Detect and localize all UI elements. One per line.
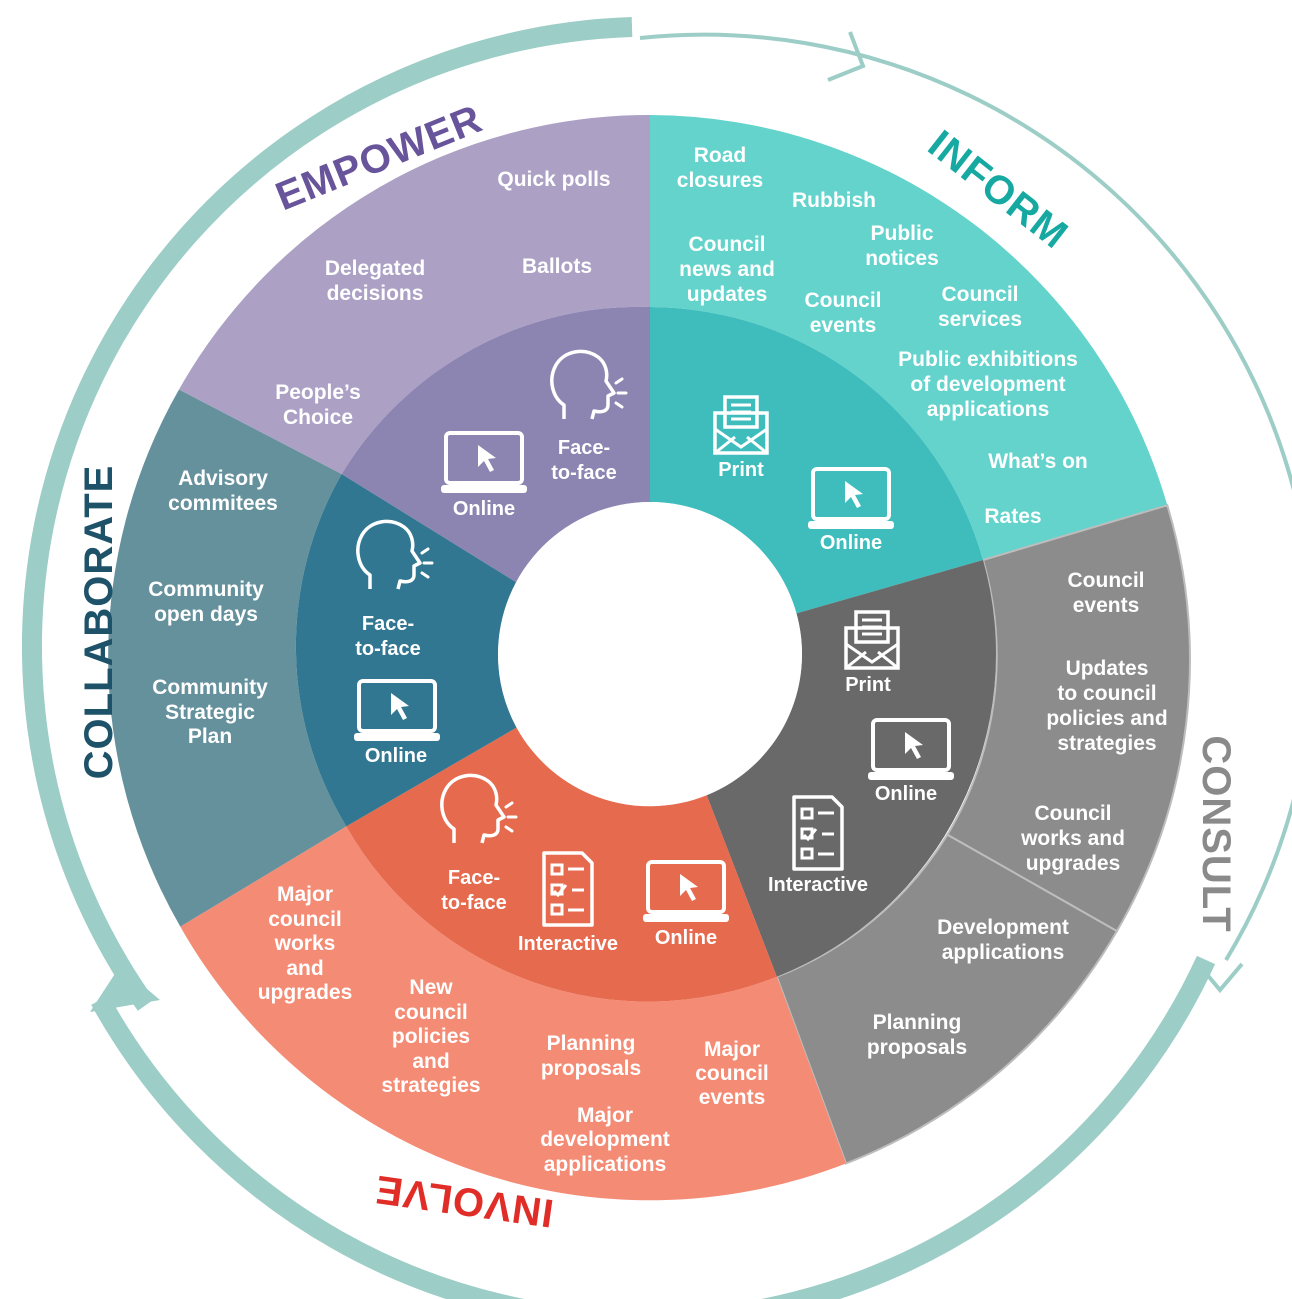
cycle-arrows <box>22 17 1292 1299</box>
channel-online: Online <box>655 927 717 949</box>
channels-involve: Face-to-face Interactive Online <box>440 773 731 955</box>
wedge-outer-involve <box>180 826 847 1201</box>
wedge-inner-collaborate <box>295 474 517 827</box>
channels-collaborate: Face-to-face Online <box>352 519 442 767</box>
channel-interactive: Interactive <box>518 933 618 955</box>
channels-empower: Face-to-face Online <box>439 349 628 520</box>
cycle-arrowhead-left <box>90 966 160 1012</box>
label-quick-polls: Quick polls <box>497 168 610 191</box>
cycle-arrowhead-right <box>1198 962 1244 994</box>
outer-ring <box>108 114 1191 1201</box>
cycle-arc-right <box>639 32 1292 962</box>
channel-online: Online <box>365 745 427 767</box>
channel-online: Online <box>875 783 937 805</box>
label-whats-on: What’s on <box>988 450 1088 473</box>
label-rates: Rates <box>984 505 1041 528</box>
cycle-arc-lower <box>91 955 1216 1299</box>
channel-interactive: Interactive <box>768 874 868 896</box>
center-hole <box>498 502 802 806</box>
wedge-outer-collaborate <box>108 389 347 927</box>
wedge-outer-inform <box>650 115 1168 560</box>
channel-online: Online <box>820 532 882 554</box>
channel-print: Print <box>718 459 764 481</box>
cycle-arrowhead-top <box>827 31 866 82</box>
channel-print: Print <box>845 674 891 696</box>
wedge-outer-empower <box>179 114 650 474</box>
channel-face-to-face: Face-to-face <box>355 613 421 660</box>
wedge-inner-inform <box>650 307 983 614</box>
channel-face-to-face: Face-to-face <box>441 867 507 914</box>
channel-online: Online <box>453 498 515 520</box>
wedge-inner-consult <box>706 560 997 977</box>
cycle-arc-upper-left <box>22 17 633 1011</box>
label-rubbish: Rubbish <box>792 189 876 212</box>
title-consult: CONSULT <box>1194 735 1238 932</box>
channels-consult: Print Online Interactive <box>768 610 956 896</box>
inner-ring <box>295 306 997 1002</box>
wedge-inner-empower <box>341 306 650 583</box>
wedge-outer-consult-lower <box>775 833 1119 1165</box>
channel-face-to-face: Face-to-face <box>551 437 617 484</box>
title-collaborate: COLLABORATE <box>77 465 121 780</box>
channels-inform: Print Online <box>713 395 896 554</box>
label-ballots: Ballots <box>522 255 592 278</box>
